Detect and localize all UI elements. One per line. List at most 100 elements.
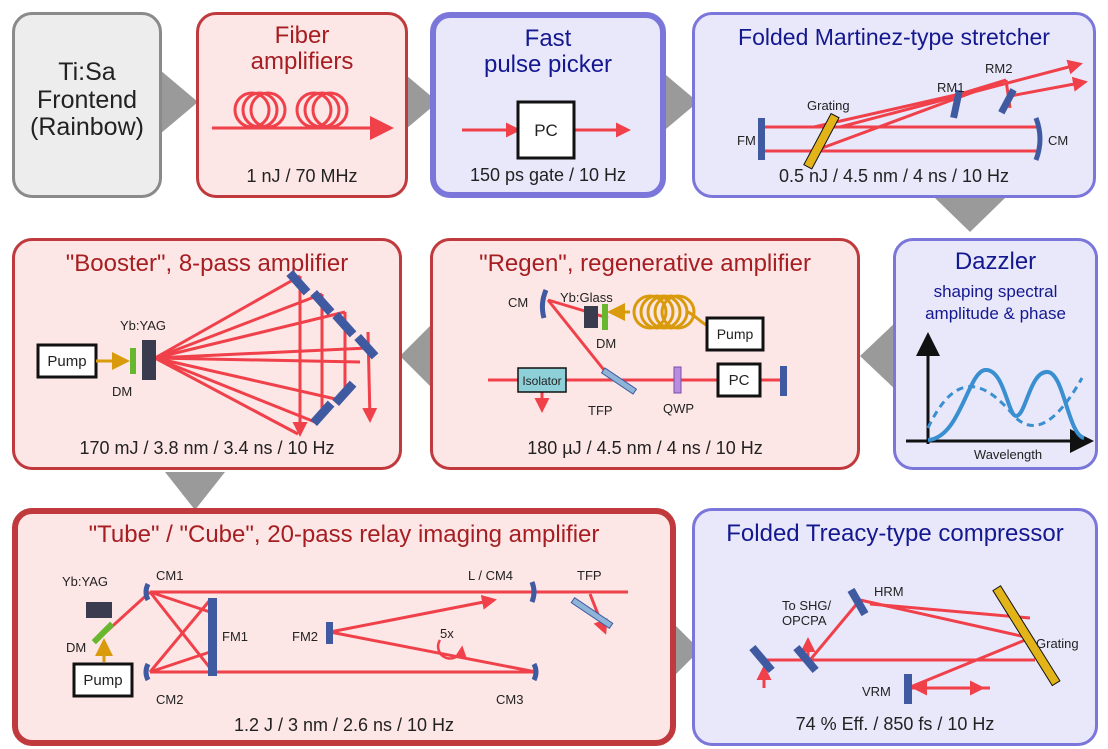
stretcher-grating-label: Grating [807,98,850,113]
compressor-mirror-2 [793,644,819,674]
tube-title: "Tube" / "Cube", 20-pass relay imaging a… [88,521,600,548]
regen-isolator-label: Isolator [522,374,561,388]
regen-qwp-label: QWP [663,401,694,416]
tube-cm1-label: CM1 [156,568,183,583]
compressor-spec: 74 % Eff. / 850 fs / 10 Hz [795,714,995,734]
tube-tfp [570,596,614,630]
regen-qwp [673,366,682,394]
compressor-mirror-1 [749,644,775,674]
regen-pc-label: PC [729,372,750,389]
tube-fm2-label: FM2 [292,629,318,644]
regen-cm-label: CM [508,295,528,310]
regen-crystal-label: Yb:Glass [560,290,613,305]
pockels-cell [516,100,576,160]
compressor-grating [992,585,1061,687]
stretcher-title: Folded Martinez-type stretcher [738,24,1050,50]
booster-spec: 170 mJ / 3.8 nm / 3.4 ns / 10 Hz [79,438,335,458]
tube-passes-label: 5x [440,626,454,641]
tube-crystal [86,602,112,618]
tube-dm [91,621,115,645]
flow-arrow-3 [660,70,698,134]
compressor-hrm-label: HRM [874,584,904,599]
flow-arrow-1 [160,70,198,134]
regen-pump-label: Pump [717,326,754,342]
tube-pump-box [72,662,134,698]
tube-cm3-label: CM3 [496,692,523,707]
regen-spec: 180 µJ / 4.5 nm / 4 ns / 10 Hz [527,438,763,458]
tube-cm2-label: CM2 [156,692,183,707]
regen-tfp-label: TFP [588,403,613,418]
tube-diagram [104,590,628,674]
regen-isolator [517,367,567,393]
stretcher-fm [758,118,765,160]
booster-mirrors [286,269,379,427]
tube-dm-label: DM [66,640,86,655]
regen-tfp [600,367,638,395]
booster-pump-label: Pump [47,353,86,370]
tube-pump-label: Pump [83,672,122,689]
stretcher-rm1-label: RM1 [937,80,964,95]
booster-crystal [142,340,156,380]
flow-arrow-2 [400,70,438,134]
booster-dm [130,348,136,374]
compressor-title: Folded Treacy-type compressor [726,520,1064,547]
frontend-title: Ti:Sa Frontend (Rainbow) [30,58,144,141]
tube-fm1 [208,598,217,676]
dazzler-axis-label: Wavelength [974,447,1042,462]
booster-pump-box [36,343,98,379]
booster-diagram [154,274,378,437]
flow-arrow-5 [860,320,898,392]
tube-spec: 1.2 J / 3 nm / 2.6 ns / 10 Hz [233,715,455,735]
tube-cm4-label: L / CM4 [468,568,513,583]
stage-tube-cube: "Tube" / "Cube", 20-pass relay imaging a… [12,508,676,746]
flow-arrow-4 [935,198,1005,232]
dazzler-plot [906,332,1094,453]
tube-fm2 [326,622,333,644]
booster-crystal-label: Yb:YAG [120,318,166,333]
stage-fiber-amplifiers: Fiber amplifiers 1 nJ / 70 MHz [196,12,408,198]
compressor-vrm [904,674,912,704]
tube-crystal-label: Yb:YAG [62,574,108,589]
fiber-title: Fiber amplifiers [250,22,354,76]
regen-dm [602,304,608,330]
stretcher-rm1 [950,89,963,119]
compressor-diagram [756,598,1035,696]
compressor-grating-label: Grating [1036,636,1079,651]
stage-frontend: Ti:Sa Frontend (Rainbow) [12,12,162,198]
regen-dm-label: DM [596,336,616,351]
picker-title: Fast pulse picker [483,25,613,79]
stretcher-rm2-label: RM2 [985,61,1012,76]
dazzler-title: Dazzler [954,248,1037,275]
stretcher-cm [1033,117,1043,161]
fiber-coils [212,91,394,140]
stage-regen: "Regen", regenerative amplifier 180 µJ /… [430,238,860,470]
regen-cm [539,289,549,319]
picker-spec: 150 ps gate / 10 Hz [469,165,627,185]
stretcher-spec: 0.5 nJ / 4.5 nm / 4 ns / 10 Hz [778,166,1010,186]
stretcher-rm2 [998,88,1017,115]
compressor-to-shg-label-1: To SHG/OPCPA [782,598,832,628]
fiber-spec: 1 nJ / 70 MHz [246,166,358,186]
booster-dm-label: DM [112,384,132,399]
picker-diagram [462,100,631,160]
stage-compressor: Folded Treacy-type compressor 74 % Eff. … [692,508,1098,746]
flow-arrow-7 [165,472,225,510]
stretcher-cm-label: CM [1048,133,1068,148]
regen-pump-box [705,316,765,352]
regen-end-mirror [780,366,787,396]
dazzler-subtitle: shaping spectral amplitude & phase [925,282,1066,324]
stage-stretcher: Folded Martinez-type stretcher 0.5 nJ / … [692,12,1096,198]
regen-crystal [584,306,598,328]
flow-arrow-6 [400,318,438,394]
compressor-hrm [847,587,869,617]
regen-pc [716,362,762,398]
stretcher-diagram [762,59,1088,153]
regen-title: "Regen", regenerative amplifier [479,250,811,277]
dazzler-amplitude-curve [927,368,1086,442]
stretcher-fm-label: FM [737,133,756,148]
dazzler-phase-curve [926,377,1084,429]
compressor-vrm-label: VRM [862,684,891,699]
booster-title: "Booster", 8-pass amplifier [65,250,349,277]
